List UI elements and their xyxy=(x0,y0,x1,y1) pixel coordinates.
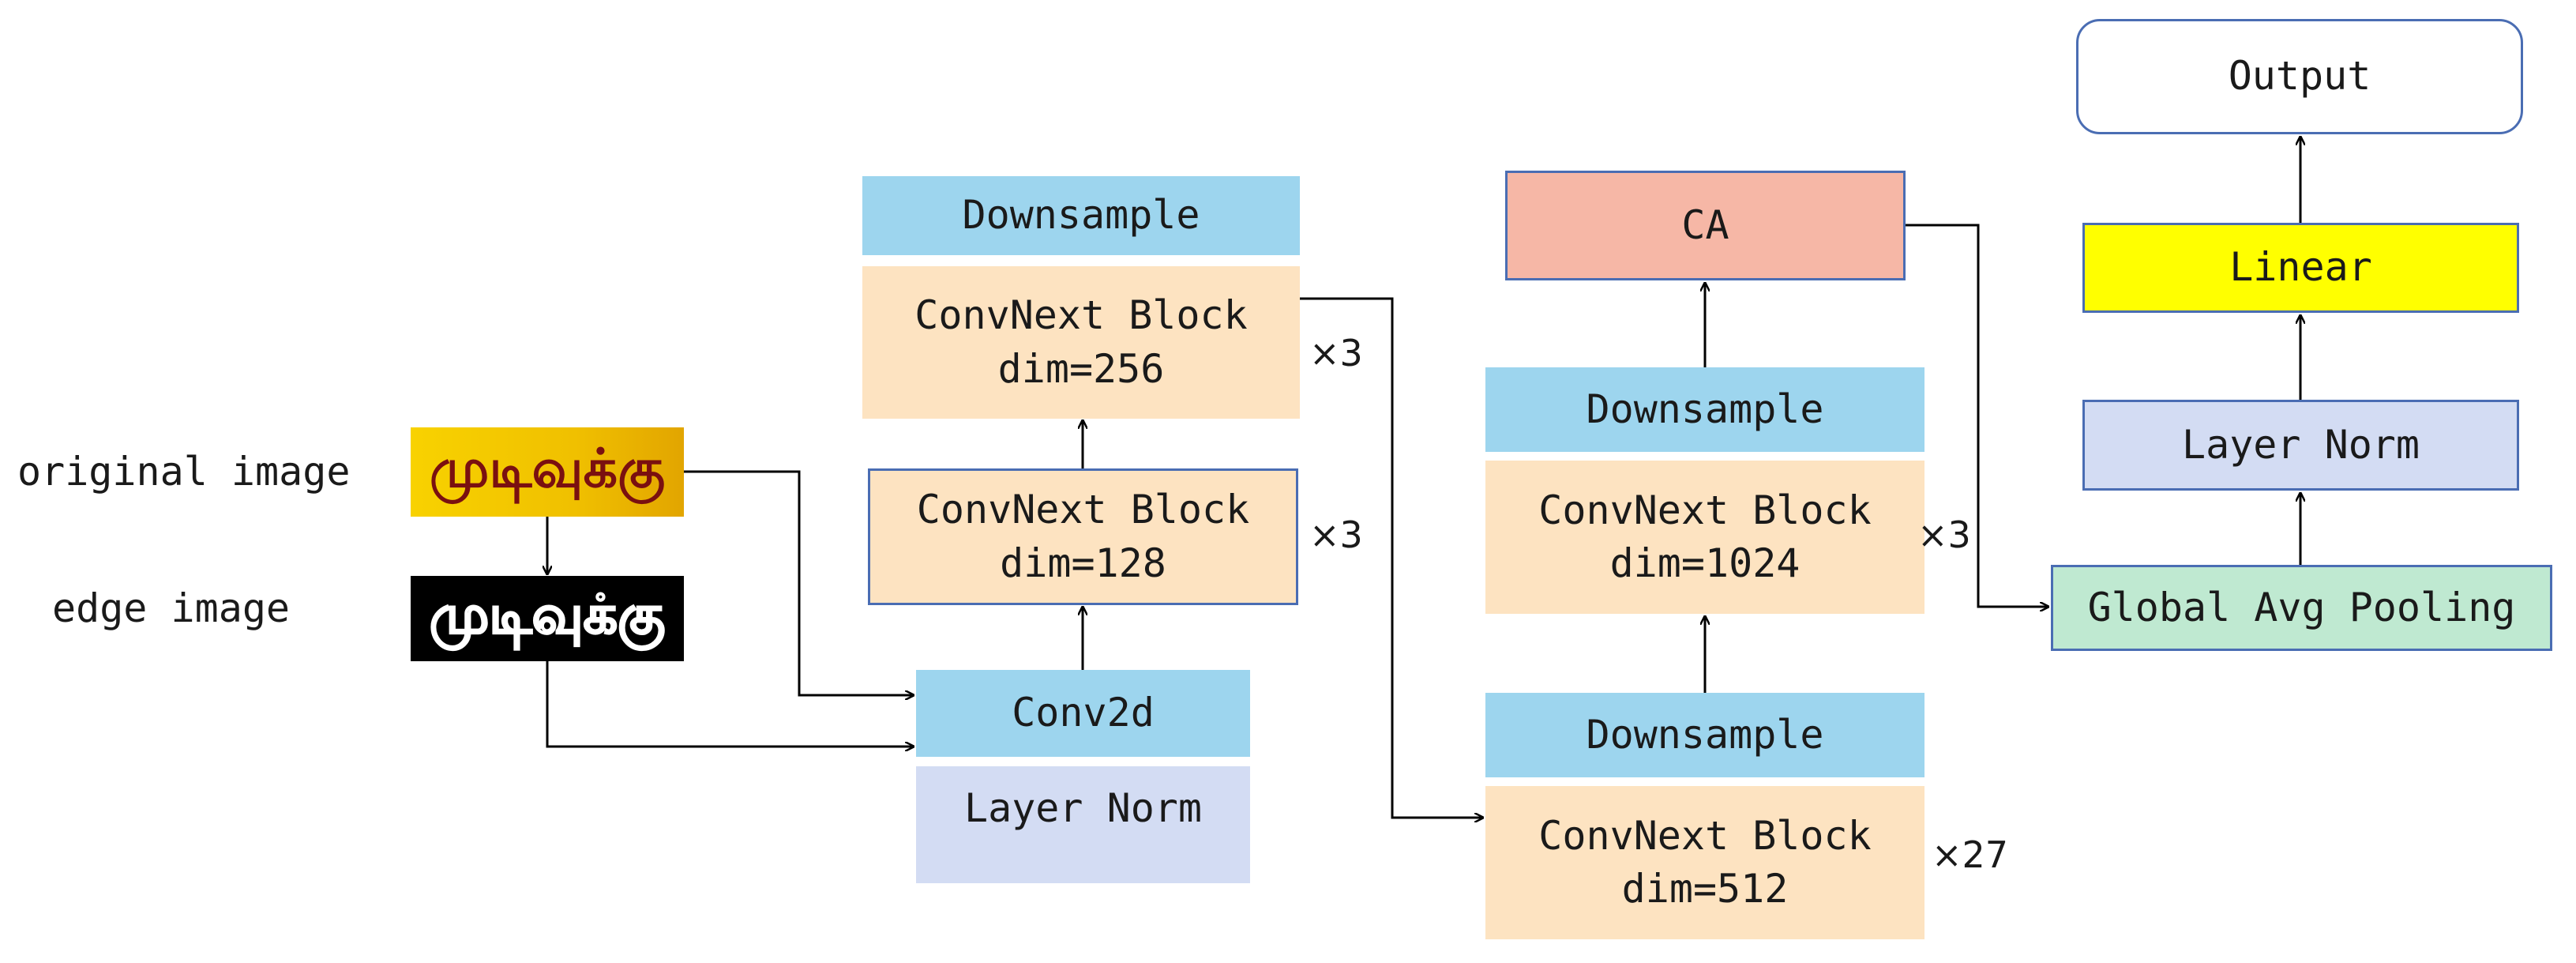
stem-layer-norm-box: Layer Norm xyxy=(916,766,1250,883)
original-image-label: original image xyxy=(17,449,351,495)
original-image-text: முடிவுக்கு xyxy=(429,437,666,500)
edge-image-text: முடிவுக்கு xyxy=(429,583,666,647)
head-layer-norm-box: Layer Norm xyxy=(2082,400,2519,491)
stage3-repeat-label: ×27 xyxy=(1932,833,2009,876)
stage4-repeat-label: ×3 xyxy=(1917,513,1971,556)
arrow-stage2-to-stage3 xyxy=(1300,297,1483,818)
edge-image-label: edge image xyxy=(52,585,291,631)
stage2-downsample-box: Downsample xyxy=(862,176,1300,255)
stage3-downsample-box: Downsample xyxy=(1485,693,1924,777)
stage2-convnext-block: ConvNext Block dim=256 xyxy=(862,266,1300,419)
stage4-convnext-block: ConvNext Block dim=1024 xyxy=(1485,461,1924,614)
arrow-ca-to-pooling xyxy=(1906,224,2048,607)
arrow-original-to-conv2d xyxy=(684,470,914,695)
stage1-repeat-label: ×3 xyxy=(1309,513,1363,556)
edge-image-thumbnail: முடிவுக்கு xyxy=(411,576,684,661)
global-avg-pooling-box: Global Avg Pooling xyxy=(2051,565,2552,651)
output-box: Output xyxy=(2076,19,2523,134)
original-image-thumbnail: முடிவுக்கு xyxy=(411,427,684,517)
stage2-repeat-label: ×3 xyxy=(1309,332,1363,374)
stage3-convnext-block: ConvNext Block dim=512 xyxy=(1485,786,1924,939)
stage4-downsample-box: Downsample xyxy=(1485,367,1924,452)
stage1-convnext-block: ConvNext Block dim=128 xyxy=(868,468,1298,605)
arrow-edge-to-conv2d xyxy=(546,661,914,747)
ca-box: CA xyxy=(1505,171,1906,280)
conv2d-box: Conv2d xyxy=(916,670,1250,757)
linear-box: Linear xyxy=(2082,223,2519,313)
